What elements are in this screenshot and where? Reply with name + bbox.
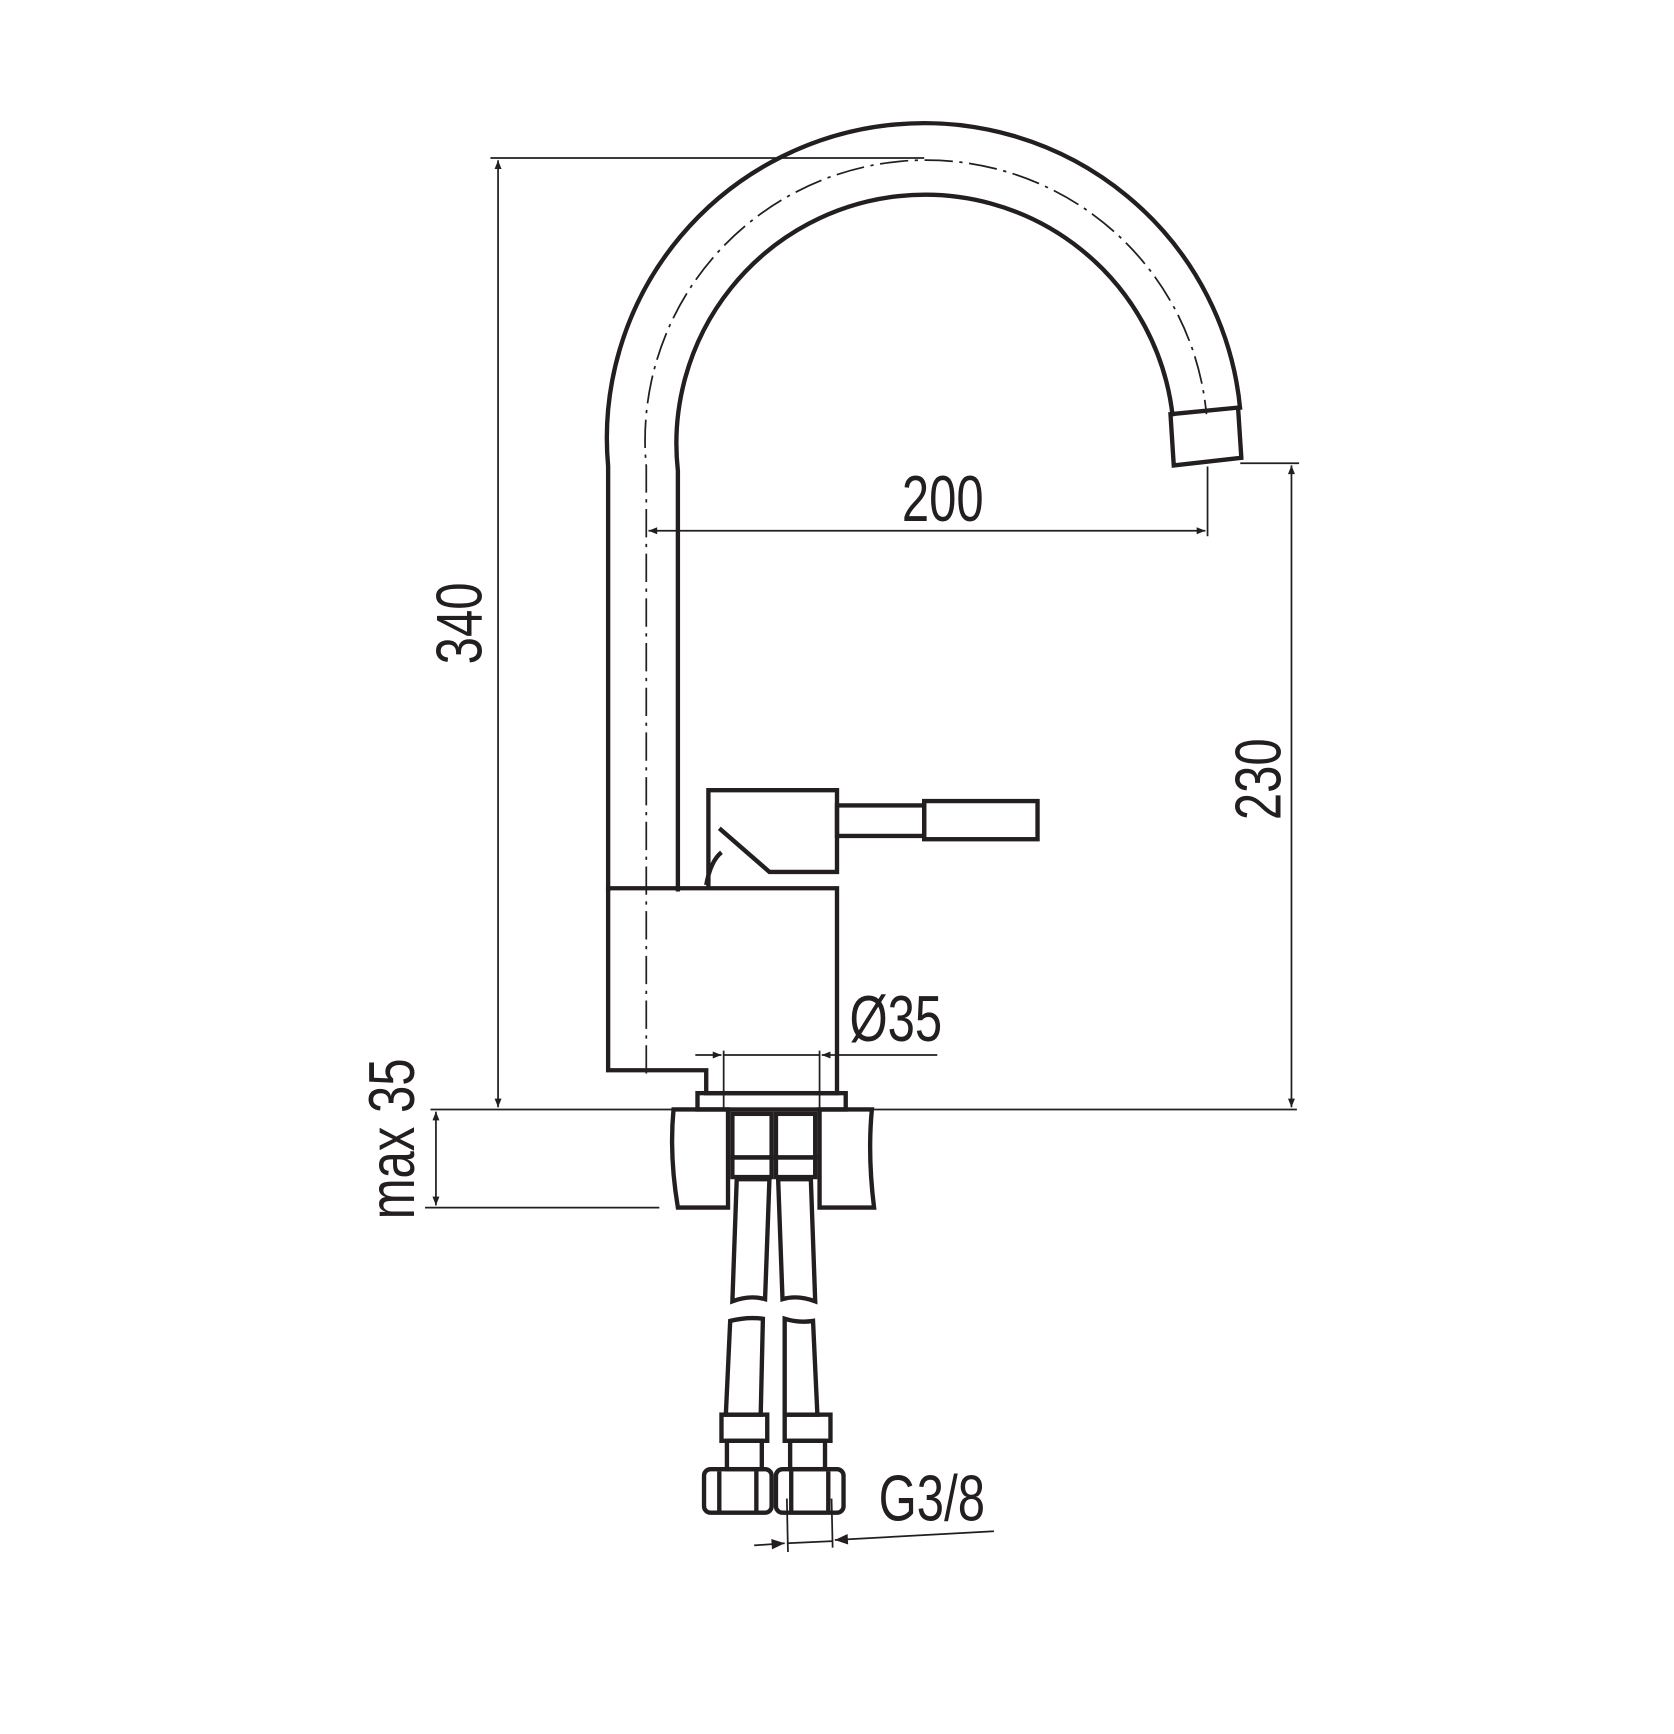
dimension-label-max-35: max 35 [356,1059,428,1220]
dimension-label-200: 200 [902,463,984,535]
base-flange [695,1090,848,1112]
dimension-max-counter: max 35 [356,1059,660,1220]
dimension-label-diameter: Ø35 [850,983,943,1055]
dimension-label-340: 340 [424,583,496,665]
dimension-label-230: 230 [1223,738,1295,820]
hose-fitting-right [773,1412,846,1515]
lever-handle [834,798,1040,842]
dimension-spout-height: 230 [1223,462,1300,1108]
countertop-section [669,1107,877,1210]
supply-hoses [701,1111,846,1515]
dimension-spout-reach: 200 [648,463,1209,537]
dimension-total-height: 340 [424,157,925,1108]
dimension-label-thread: G3/8 [879,1463,985,1535]
spout-aerator [1168,405,1244,468]
hose-fitting-left [701,1412,774,1515]
dimension-thread: G3/8 [754,1463,994,1552]
faucet-body [605,787,848,1112]
spout [604,120,1244,1074]
dimension-body-diameter: Ø35 [695,983,943,1059]
